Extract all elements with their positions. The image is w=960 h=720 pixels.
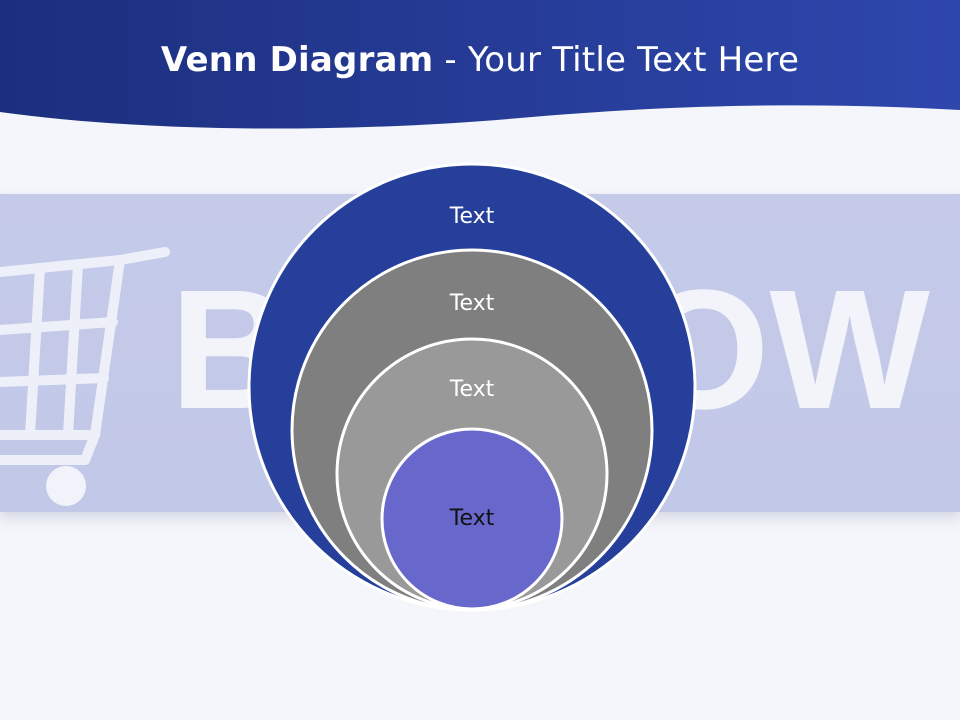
- title-rest: - Your Title Text Here: [433, 40, 800, 80]
- circle-inner: [380, 427, 564, 611]
- shopping-cart-icon: [0, 247, 170, 506]
- circle-second-label: Text: [449, 291, 495, 316]
- circle-third-label: Text: [449, 377, 495, 402]
- circle-outer-label: Text: [449, 204, 495, 229]
- page-title: Venn Diagram - Your Title Text Here: [0, 38, 960, 82]
- header-banner: [0, 0, 960, 129]
- title-bold: Venn Diagram: [160, 40, 434, 80]
- circle-inner-label: Text: [449, 506, 495, 531]
